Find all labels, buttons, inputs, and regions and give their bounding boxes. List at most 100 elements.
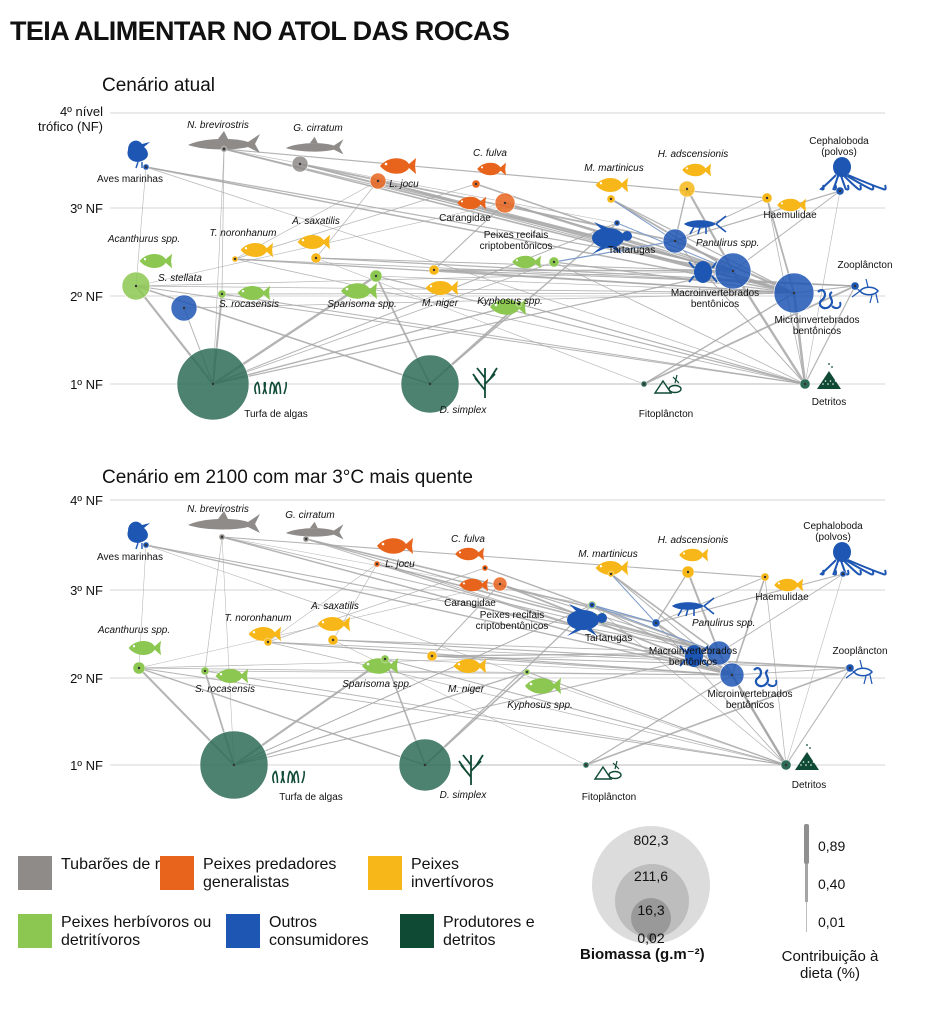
- fish-icon: [682, 163, 711, 177]
- node-center-macro: [717, 651, 721, 655]
- biomass-circle-small: [631, 898, 671, 938]
- node-center-kyph: [525, 670, 529, 674]
- trophic-link: [221, 536, 235, 766]
- trophic-link: [731, 576, 766, 676]
- fish-icon: [679, 548, 708, 562]
- biomass-size-key: 802,3 211,6 16,3 0,02: [576, 822, 726, 972]
- trophic-link: [655, 622, 787, 766]
- trophic-link: [299, 163, 676, 242]
- trophic-link: [375, 275, 795, 294]
- legend-label-outros: Outros consumidores: [269, 914, 369, 949]
- fish-icon: [477, 162, 506, 176]
- trophic-link: [591, 604, 657, 624]
- trophic-link: [212, 270, 734, 385]
- trophic-link: [687, 571, 720, 654]
- label-caran: Carangidae: [439, 213, 491, 224]
- trophic-link: [384, 658, 733, 676]
- trophic-link: [305, 538, 720, 654]
- node-center-mmart: [609, 572, 613, 576]
- trophic-link: [135, 285, 806, 385]
- trophic-link: [212, 222, 618, 385]
- legend-produtores: Produtores e detritos: [400, 914, 553, 950]
- label-kyph: Kyphosus spp.: [507, 700, 573, 711]
- fish-icon: [237, 285, 270, 301]
- phytoplankton-icon: [593, 760, 622, 780]
- contribution-value-1: 0,89: [818, 838, 846, 854]
- label-detr: Detritos: [812, 397, 846, 408]
- fish-icon: [215, 668, 248, 684]
- node-center-asax: [331, 638, 335, 642]
- trophic-link: [518, 303, 806, 385]
- legend-swatch-herbivoros: [18, 914, 52, 948]
- fish-icon: [240, 242, 273, 258]
- fish-icon: [377, 538, 413, 554]
- trophic-link: [804, 190, 841, 385]
- trophic-link: [585, 674, 733, 766]
- trophic-link: [234, 258, 806, 385]
- trophic-link: [433, 202, 506, 271]
- node-center-tart: [615, 221, 619, 225]
- detritus-icon: [817, 363, 841, 389]
- legend-swatch-produtores: [400, 914, 434, 948]
- trophic-link: [221, 292, 795, 295]
- trophic-link: [233, 652, 720, 766]
- trophic-link: [138, 667, 733, 676]
- fish-icon: [362, 658, 398, 674]
- contribution-value-2: 0,40: [818, 876, 846, 892]
- node-center-dsimp: [428, 382, 432, 386]
- legend-predadores: Peixes predadores generalistas: [160, 856, 373, 892]
- fish-icon: [777, 198, 806, 212]
- label-hads: H. adscensionis: [658, 535, 729, 546]
- node-center-aves: [144, 543, 148, 547]
- trophic-link: [610, 198, 795, 294]
- algae-turf-icon: [254, 381, 288, 395]
- label-dsimp: D. simplex: [440, 790, 488, 801]
- trophic-link: [138, 652, 720, 669]
- trophic-link: [376, 563, 720, 654]
- node-center-haem: [765, 196, 769, 200]
- contribution-value-3: 0,01: [818, 914, 846, 930]
- fish-icon: [453, 658, 486, 674]
- label-cfulva: C. fulva: [473, 148, 507, 159]
- trophic-link: [591, 604, 720, 654]
- trophic-link: [591, 604, 787, 766]
- trophic-link: [221, 293, 806, 385]
- trophic-link: [804, 285, 856, 385]
- trophic-link: [424, 604, 593, 766]
- trophic-link: [610, 198, 676, 242]
- legend-label-herbivoros: Peixes herbívoros ou detritívoros: [61, 914, 212, 949]
- label-haem: Haemulidae: [755, 592, 809, 603]
- contribution-line-medium: [805, 864, 808, 902]
- node-center-turfa: [232, 763, 236, 767]
- legend-swatch-tubaroes: [18, 856, 52, 890]
- node-center-sstel: [182, 306, 186, 310]
- label-fito: Fitoplâncton: [582, 792, 636, 803]
- node-center-acan: [134, 284, 138, 288]
- node-center-tnor: [266, 640, 270, 644]
- node-center-gcir: [298, 162, 302, 166]
- node-center-sroc: [203, 669, 207, 673]
- legend-herbivoros: Peixes herbívoros ou detritívoros: [18, 914, 231, 950]
- label-gcir: G. cirratum: [285, 510, 334, 521]
- node-center-spar: [374, 274, 378, 278]
- biomass-value-4: 0,02: [637, 930, 665, 946]
- trophic-link: [785, 573, 844, 766]
- legend-label-predadores: Peixes predadores generalistas: [203, 856, 337, 891]
- level-label-nf3: 3º NF: [70, 201, 103, 216]
- contribution-line-thick: [804, 824, 809, 864]
- label-sroc: S. rocasensis: [195, 684, 255, 695]
- node-center-zoo: [848, 666, 852, 670]
- node-center-kyph: [517, 302, 521, 306]
- trophic-link: [610, 573, 720, 654]
- node-center-tart: [590, 603, 594, 607]
- node-center-detr: [803, 382, 807, 386]
- node-center-cfulva: [474, 182, 478, 186]
- label-caran: Carangidae: [444, 598, 496, 609]
- node-center-nbrev: [222, 147, 226, 151]
- label-panu: Panulirus spp.: [696, 238, 759, 249]
- biomass-value-2: 211,6: [634, 868, 668, 884]
- label-zoo: Zooplâncton: [832, 646, 887, 657]
